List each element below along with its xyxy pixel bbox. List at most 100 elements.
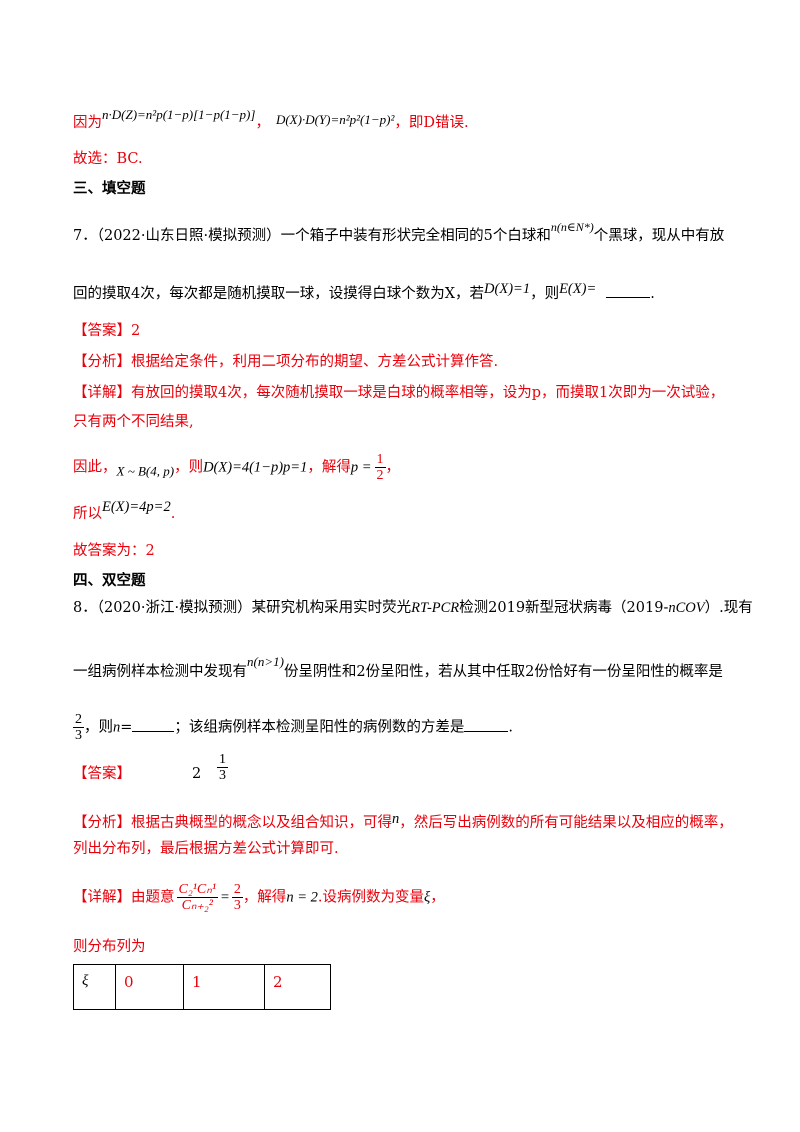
a8-detail-b: ，解得 [242,889,287,906]
variance-eq: D(X)=4(1−p)p=1 [203,459,308,476]
detail-tag: 【详解】 [73,385,131,401]
table-cell: 2 [264,964,331,1010]
q8-ncov: nCOV [668,600,705,616]
a8-analysis-a: 根据古典概型的概念以及组合知识，可得 [131,815,392,831]
a7-detail-1: 【详解】有放回的摸取4次，每次随机摸取一球是白球的概率相等，设为p，而摸取1次即… [73,382,724,404]
q8-line3-a: ，则 [84,719,113,736]
q7-ex-eq: E(X)= [559,281,597,297]
answer-tag: 【答案】 [73,323,131,339]
q8-line3-c: ；该组病例样本检测呈阳性的病例数的方差是 [174,719,465,736]
q8-text-b: 检测2019新型冠状病毒（2019- [459,600,669,616]
a8-detail-c: .设病例数为变量 [317,889,424,906]
analysis-tag: 【分析】 [73,354,131,370]
q8-text-c: ）.现有 [704,600,753,616]
detail-text-1: 有放回的摸取4次，每次随机摸取一球是白球的概率相等，设为p，而摸取1次即为一次试… [131,385,725,401]
p-eq: p = [350,459,372,476]
d-conclusion: 因为n·D(Z)=n²p(1−p)[1−p(1−p)]， D(X)·D(Y)=n²… [73,104,469,134]
table-cell: 0 [115,964,184,1010]
dist-title: 则分布列为 [73,939,146,955]
p-frac-den: 2 [376,468,384,483]
q8-prob-num: 2 [73,712,84,728]
answer-value: 2 [131,323,141,339]
p-frac-num: 1 [374,452,386,468]
q8-line2: 一组病例样本检测中发现有n(n>1)份呈阴性和2份呈阳性，若从其中任取2份恰好有… [73,651,723,683]
xi-var: ξ [423,889,431,906]
q8-n-var: n [113,719,121,736]
q7-line2-a: 回的摸取4次，每次都是随机摸取一球，设摸得白球个数为X，若 [73,286,485,302]
rhs-num: 2 [231,882,243,898]
q7-n-condition: n(n∈N*) [550,220,594,234]
eq-dxdy: D(X)·D(Y)=n²p²(1−p)² [275,112,395,127]
a8-analysis-2: 列出分布列，最后根据方差公式计算即可. [73,841,339,857]
binomial-eq: X ~ B(4, p) [116,463,175,479]
a8-analysis-n: n [392,811,400,827]
q7-line2: 回的摸取4次，每次都是随机摸取一球，设摸得白球个数为X，若D(X)=1，则E(X… [73,278,655,305]
q8-n-condition: n(n>1) [247,654,284,669]
d-prefix: 因为 [73,115,102,131]
a7-detail-4: 所以E(X)=4p=2. [73,496,175,525]
q8-line2-b: 份呈阴性和2份呈阳性，若从其中任取2份恰好有一份呈阳性的概率是 [283,664,723,680]
q8-blank-2[interactable] [464,730,509,732]
q7-text-a: 7．（2022·山东日照·模拟预测）一个箱子中装有形状完全相同的5个白球和 [73,228,551,244]
q8-blank-1[interactable] [132,730,175,732]
comb-num: C₂¹Cₙ¹ [176,882,219,898]
a7-answer: 【答案】2 [73,320,140,342]
q7-text-b: 个黑球，现从中有放 [593,228,725,244]
a7-detail-2: 只有两个不同结果, [73,414,194,430]
a8-detail-a: 由题意 [131,889,175,906]
detail3-b: ，则 [174,459,204,476]
a8-analysis-b: ，然后写出病例数的所有可能结果以及相应的概率， [399,815,733,831]
table-row: ξ 0 1 2 [73,964,331,1010]
detail-tag: 【详解】 [73,889,131,906]
q7-line1: 7．（2022·山东日照·模拟预测）一个箱子中装有形状完全相同的5个白球和n(n… [73,216,724,247]
a8-ans-num: 1 [217,752,228,768]
q8-line3-end: . [508,719,514,736]
q8-line2-a: 一组病例样本检测中发现有 [73,664,247,680]
q8-rtpcr: RT-PCR [411,600,460,616]
q7-line2-end: . [650,286,655,302]
a8-answer-1: 2 [192,766,202,782]
q8-prob-den: 3 [75,728,82,743]
distribution-table: ξ 0 1 2 [73,964,331,1010]
a8-detail-d: ， [430,889,445,906]
analysis-tag: 【分析】 [73,815,131,831]
detail4-b: . [170,506,176,522]
comb-den: Cₙ₊₂² [181,898,213,913]
section-three-title: 三、填空题 [73,180,146,197]
q7-line2-b: ，则 [530,286,560,302]
expectation-eq: E(X)=4p=2 [102,499,171,515]
comb-eq: = [220,889,230,906]
detail3-c: ，解得 [307,459,351,476]
analysis-text: 根据给定条件，利用二项分布的期望、方差公式计算作答. [131,354,499,370]
eq-ndz: n·D(Z)=n²p(1−p)[1−p(1−p)] [102,107,256,122]
section-four-title: 四、双空题 [73,572,146,589]
d-suffix: ，即D错误. [394,115,469,131]
d-sep: ， [255,115,270,131]
detail3-d: ， [385,459,401,476]
n-solution: n = 2 [286,889,318,906]
rhs-den: 3 [233,898,241,913]
table-header-xi: ξ [73,964,116,1010]
detail4-a: 所以 [73,506,102,522]
q7-answer-blank[interactable] [606,297,651,298]
a8-analysis-1: 【分析】根据古典概型的概念以及组合知识，可得n，然后写出病例数的所有可能结果以及… [73,808,733,834]
choice-line: 故选：BC. [73,151,143,167]
a8-ans-den: 3 [219,768,226,783]
q8-text-a: 8．（2020·浙江·模拟预测）某研究机构采用实时荧光 [73,600,412,616]
a7-analysis: 【分析】根据给定条件，利用二项分布的期望、方差公式计算作答. [73,351,498,373]
detail3-a: 因此， [73,459,117,476]
q8-line3-eq: = [120,719,133,736]
a7-final: 故答案为：2 [73,543,155,559]
a8-answer-tag: 【答案】 [73,766,131,782]
table-cell: 1 [183,964,265,1010]
q7-dx-eq: D(X)=1 [484,281,531,297]
